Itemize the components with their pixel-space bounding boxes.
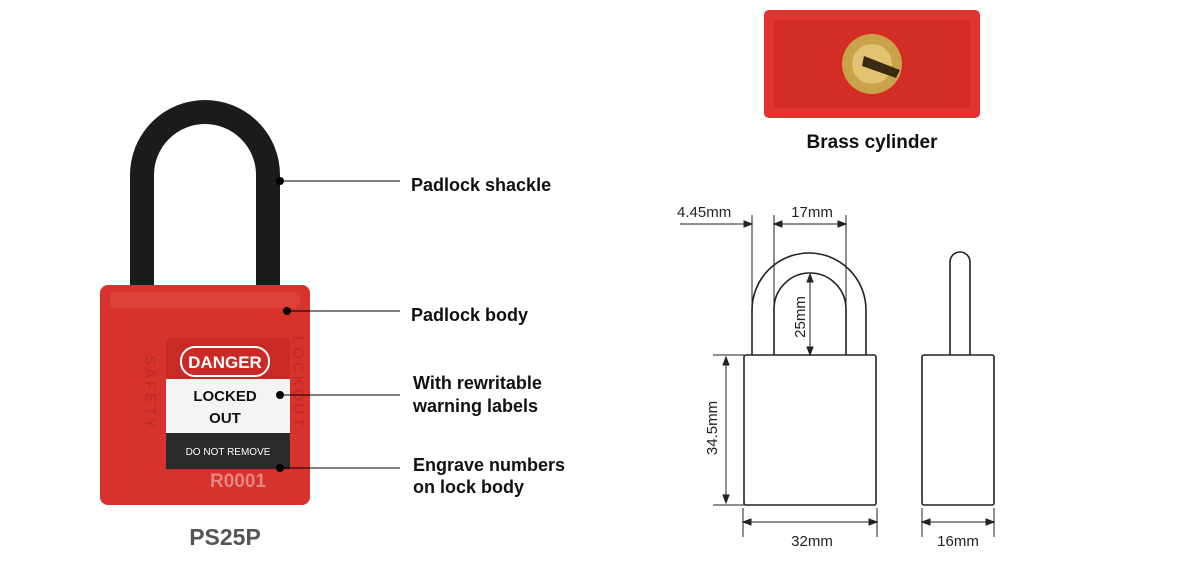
dim-body-width: 32mm <box>791 533 833 550</box>
callout-labels: With rewritable warning labels <box>276 373 542 416</box>
cylinder-caption: Brass cylinder <box>807 132 939 153</box>
brass-cylinder-image <box>764 10 980 118</box>
dim-shackle-clearance: 25mm <box>792 296 809 338</box>
svg-text:on lock body: on lock body <box>413 477 524 497</box>
engraved-number: R0001 <box>210 471 266 492</box>
label-locked: LOCKED <box>193 388 257 405</box>
svg-text:Engrave numbers: Engrave numbers <box>413 455 565 475</box>
label-do-not-remove: DO NOT REMOVE <box>186 447 271 458</box>
svg-text:Padlock shackle: Padlock shackle <box>411 175 551 195</box>
label-danger: DANGER <box>188 353 262 372</box>
dimension-lines <box>680 215 996 537</box>
svg-text:With rewritable: With rewritable <box>413 373 542 393</box>
dim-shackle-width: 17mm <box>791 204 833 221</box>
callout-engrave: Engrave numbers on lock body <box>276 455 565 497</box>
padlock-shackle <box>130 100 280 307</box>
dim-shackle-thickness: 4.45mm <box>677 204 731 221</box>
dim-body-depth: 16mm <box>937 533 979 550</box>
dim-body-height: 34.5mm <box>704 401 721 455</box>
label-out: OUT <box>209 410 241 427</box>
model-name: PS25P <box>189 524 261 550</box>
svg-text:warning labels: warning labels <box>412 396 538 416</box>
callout-body: Padlock body <box>283 305 528 325</box>
svg-text:Padlock body: Padlock body <box>411 305 528 325</box>
side-text-safety: SAFETY <box>142 355 159 431</box>
side-view-drawing <box>921 251 995 506</box>
callout-shackle: Padlock shackle <box>276 175 551 195</box>
side-text-lockout: LOCKOUT <box>290 336 307 430</box>
